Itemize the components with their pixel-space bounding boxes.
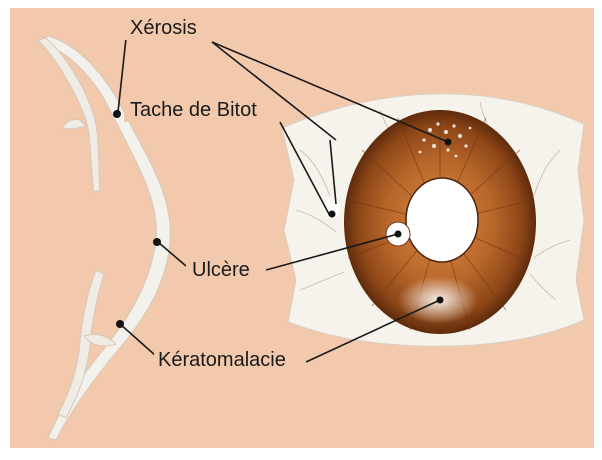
- label-tache-de-bitot: Tache de Bitot: [130, 99, 257, 121]
- label-ulcere: Ulcère: [192, 259, 250, 281]
- eye-front-view: [282, 94, 584, 347]
- label-keratomalacie: Kératomalacie: [158, 349, 286, 371]
- pupil: [406, 178, 478, 262]
- label-xerosis: Xérosis: [130, 17, 197, 39]
